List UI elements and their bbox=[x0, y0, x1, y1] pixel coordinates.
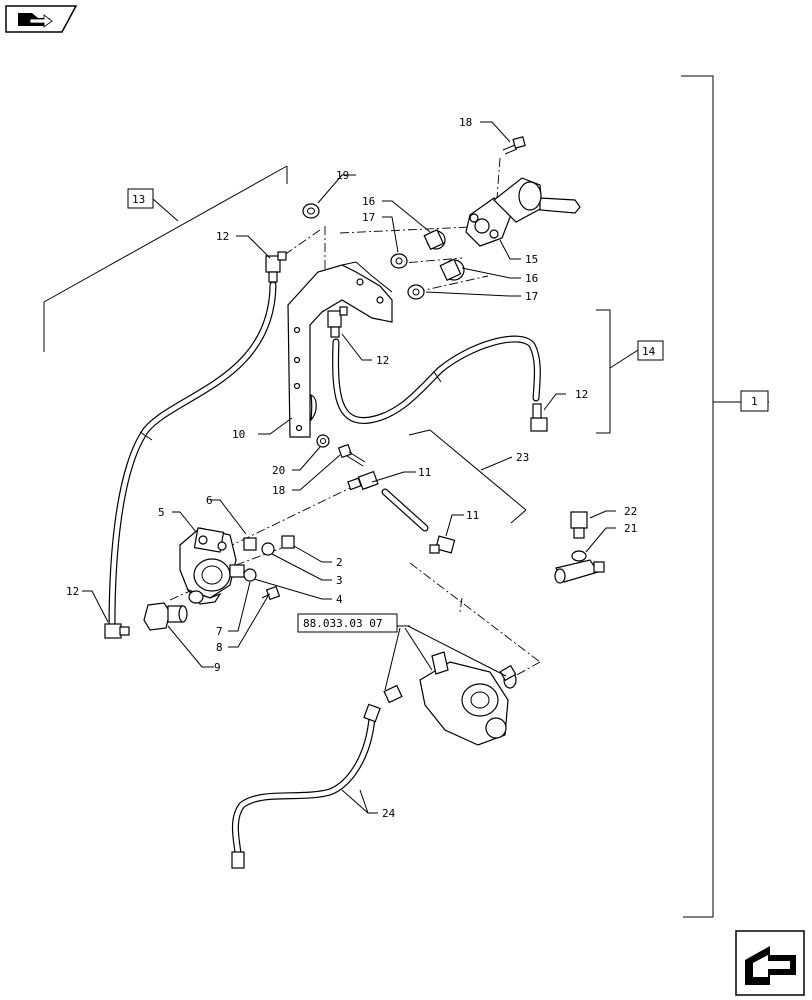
lower-fuel-hose bbox=[231, 703, 381, 869]
callout-14: 14 bbox=[637, 340, 664, 361]
fuel-lift-pump bbox=[179, 527, 245, 605]
pressure-sensor bbox=[143, 602, 188, 631]
reference-callout[interactable]: 88.033.03 07 bbox=[297, 613, 507, 691]
callout-19-label: 19 bbox=[336, 169, 349, 182]
seal-17 bbox=[407, 284, 425, 300]
callout-11-label: 11 bbox=[466, 509, 479, 522]
callout-15-label: 15 bbox=[525, 253, 538, 266]
callout-3-label: 3 bbox=[336, 574, 343, 587]
elbow-fitting bbox=[347, 470, 379, 491]
elbow-fitting bbox=[265, 251, 287, 283]
callout-1-label: 1 bbox=[751, 395, 758, 408]
connector-16 bbox=[423, 228, 446, 251]
bracket-14 bbox=[596, 309, 639, 434]
center-fuel-hose bbox=[332, 335, 541, 424]
leader-lines bbox=[82, 121, 616, 814]
callout-17-label: 17 bbox=[362, 211, 375, 224]
callout-17-label: 17 bbox=[525, 290, 538, 303]
tee-fitting bbox=[554, 511, 605, 584]
callout-11-label: 11 bbox=[418, 466, 431, 479]
callout-18-label: 18 bbox=[272, 484, 285, 497]
assembly-bracket bbox=[681, 75, 769, 918]
callout-12-label: 12 bbox=[216, 230, 229, 243]
callout-20-label: 20 bbox=[272, 464, 285, 477]
reference-label: 88.033.03 07 bbox=[303, 617, 382, 630]
mounting-bracket bbox=[287, 261, 393, 438]
short-pipe-11 bbox=[381, 488, 429, 532]
hand-primer-pump bbox=[465, 177, 581, 247]
callout-7-label: 7 bbox=[216, 625, 223, 638]
callout-1: 1 bbox=[740, 390, 769, 412]
connector-16 bbox=[439, 258, 465, 282]
callout-12-label: 12 bbox=[376, 354, 389, 367]
callout-16-label: 16 bbox=[525, 272, 538, 285]
callout-16-label: 16 bbox=[362, 195, 375, 208]
callout-8-label: 8 bbox=[216, 641, 223, 654]
seal-17 bbox=[390, 253, 408, 269]
callout-22-label: 22 bbox=[624, 505, 637, 518]
callout-24-label: 24 bbox=[382, 807, 396, 820]
left-fuel-hose bbox=[108, 281, 277, 629]
bolt-18-lower bbox=[337, 443, 366, 467]
callout-18-label: 18 bbox=[459, 116, 472, 129]
callout-12-label: 12 bbox=[66, 585, 79, 598]
callout-10-label: 10 bbox=[232, 428, 245, 441]
callout-9-label: 9 bbox=[214, 661, 221, 674]
callout-6-label: 6 bbox=[206, 494, 213, 507]
washer-20 bbox=[316, 434, 330, 448]
elbow-fitting bbox=[104, 623, 130, 639]
elbow-fitting bbox=[530, 403, 548, 432]
navigation-arrow-icon[interactable] bbox=[735, 930, 805, 996]
bolt-18-upper bbox=[502, 136, 526, 155]
elbow-fitting bbox=[327, 306, 348, 338]
nut-19 bbox=[302, 203, 320, 219]
callout-13: 13 bbox=[127, 188, 154, 209]
small-fittings-2-to-8 bbox=[243, 535, 295, 601]
elbow-fitting bbox=[429, 535, 456, 554]
callout-14-label: 14 bbox=[642, 345, 656, 358]
callout-23-label: 23 bbox=[516, 451, 529, 464]
injection-pump bbox=[383, 651, 517, 746]
bracket-13 bbox=[43, 165, 288, 352]
callout-4-label: 4 bbox=[336, 593, 343, 606]
bracket-23 bbox=[408, 429, 527, 524]
folder-arrow-icon[interactable] bbox=[5, 5, 78, 33]
callout-13-label: 13 bbox=[132, 193, 145, 206]
callout-12-label: 12 bbox=[575, 388, 588, 401]
callout-5-label: 5 bbox=[158, 506, 165, 519]
callout-labels: 18 19 16 17 12 15 16 17 12 12 10 23 20 1… bbox=[66, 116, 637, 820]
callout-2-label: 2 bbox=[336, 556, 343, 569]
callout-21-label: 21 bbox=[624, 522, 637, 535]
